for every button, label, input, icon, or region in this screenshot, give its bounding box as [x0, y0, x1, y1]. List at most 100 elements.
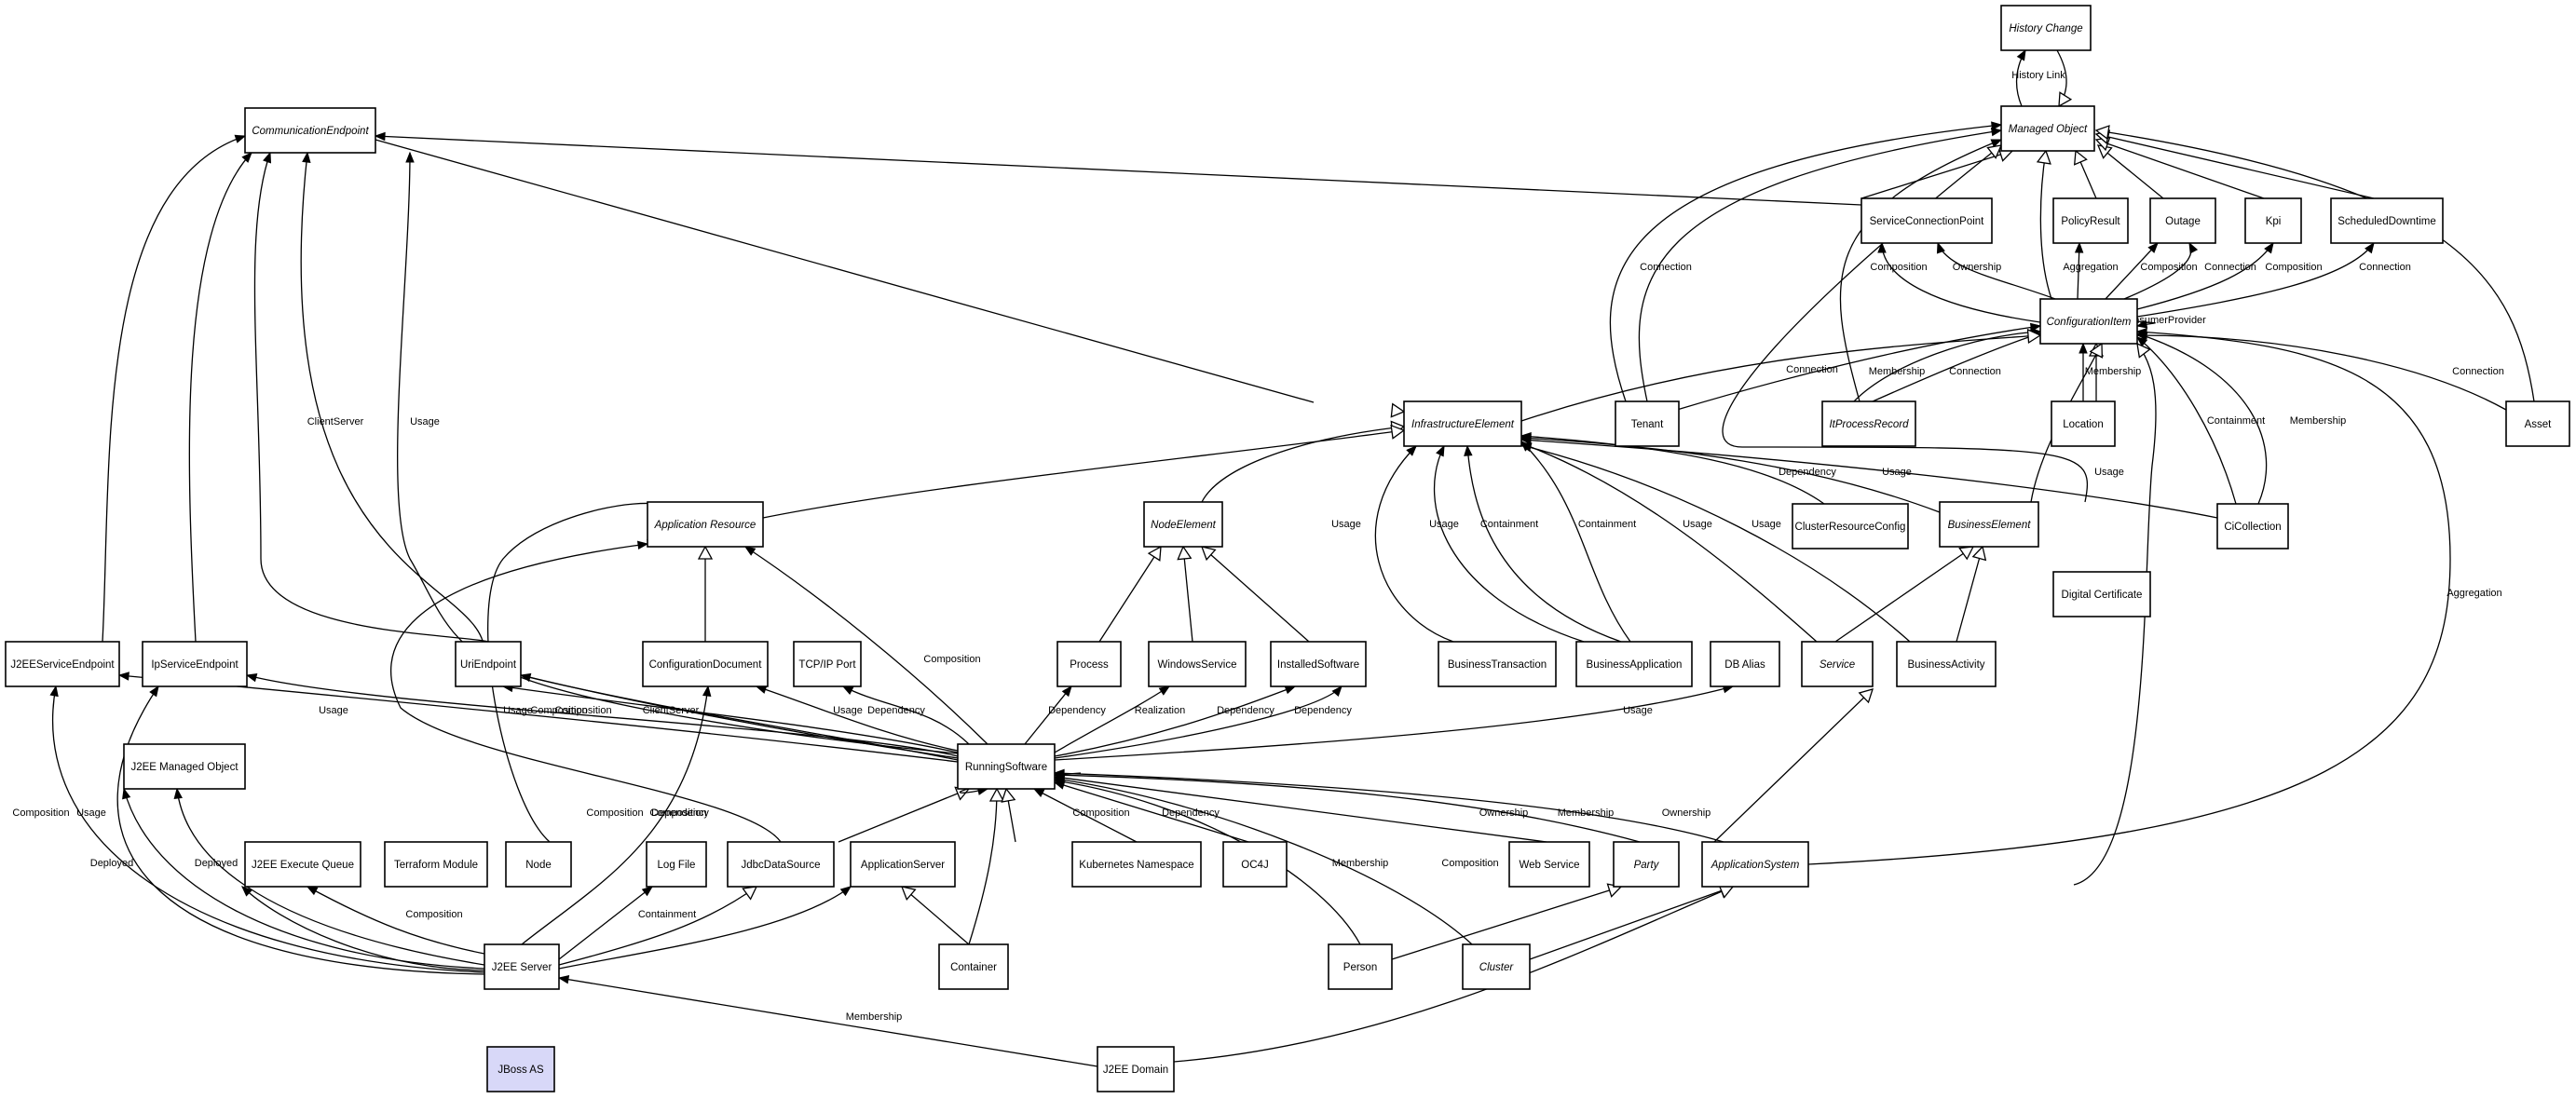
- class-box: [1508, 841, 1590, 888]
- class-node-it-process-record[interactable]: ItProcessRecord: [1821, 400, 1916, 447]
- generalization-arrowhead: [1390, 402, 1406, 418]
- class-node-policy-result[interactable]: PolicyResult: [2052, 197, 2129, 244]
- relationship-edge: [2073, 149, 2097, 199]
- class-node-running-software[interactable]: RunningSoftware: [957, 743, 1056, 790]
- class-node-j2ee-execute-queue[interactable]: J2EE Execute Queue: [244, 841, 361, 888]
- class-node-ip-service-endpoint[interactable]: IpServiceEndpoint: [142, 641, 248, 687]
- class-node-outage[interactable]: Outage: [2149, 197, 2216, 244]
- class-node-service-connection-point[interactable]: ServiceConnectionPoint: [1860, 197, 1993, 244]
- class-node-tenant[interactable]: Tenant: [1615, 400, 1680, 447]
- class-node-asset[interactable]: Asset: [2505, 400, 2570, 447]
- class-box: [1701, 841, 1809, 888]
- class-node-digital-certificate[interactable]: Digital Certificate: [2052, 571, 2151, 617]
- edge-line: [2097, 144, 2164, 199]
- class-node-business-application[interactable]: BusinessApplication: [1575, 641, 1693, 687]
- relationship-edge: [697, 545, 714, 642]
- class-node-log-file[interactable]: Log File: [646, 841, 707, 888]
- class-node-jdbc-data-source[interactable]: JdbcDataSource: [727, 841, 835, 888]
- association-arrowhead: [405, 151, 415, 163]
- edge-line: [1054, 774, 1641, 843]
- edge-line: [118, 674, 959, 763]
- edge-label: Aggregation: [2063, 262, 2118, 273]
- relationship-edge: [1860, 147, 2014, 199]
- class-node-windows-service[interactable]: WindowsService: [1148, 641, 1247, 687]
- class-label: NodeElement: [1151, 520, 1216, 531]
- class-node-j2ee-managed-object[interactable]: J2EE Managed Object: [123, 743, 246, 790]
- class-node-application-resource[interactable]: Application Resource: [647, 501, 764, 548]
- class-node-configuration-item[interactable]: ConfigurationItem: [2039, 298, 2138, 345]
- class-node-jboss-as[interactable]: JBoss AS: [486, 1046, 555, 1092]
- class-label: Location: [2063, 419, 2103, 430]
- class-node-terraform-module[interactable]: Terraform Module: [384, 841, 488, 888]
- class-node-service[interactable]: Service: [1801, 641, 1874, 687]
- relationship-edge: [1374, 445, 1454, 643]
- relationship-edge: [2036, 149, 2052, 300]
- class-node-j2ee-server[interactable]: J2EE Server: [484, 943, 560, 990]
- generalization-arrowhead: [900, 886, 917, 902]
- class-node-business-element[interactable]: BusinessElement: [1939, 501, 2039, 548]
- class-node-communication-endpoint[interactable]: CommunicationEndpoint: [244, 107, 376, 154]
- class-node-node-element[interactable]: NodeElement: [1143, 501, 1223, 548]
- edge-label: Membership: [1332, 858, 1389, 869]
- class-box: [647, 501, 764, 548]
- relationship-edge: [558, 886, 654, 960]
- edge-line: [1520, 437, 1941, 513]
- class-node-oc4j[interactable]: OC4J: [1222, 841, 1288, 888]
- relationship-edge: [762, 424, 1406, 519]
- class-node-tcp-ip-port[interactable]: TCP/IP Port: [793, 641, 862, 687]
- class-node-business-activity[interactable]: BusinessActivity: [1896, 641, 1997, 687]
- class-node-infrastructure-element[interactable]: InfrastructureElement: [1403, 400, 1522, 447]
- class-label: InfrastructureElement: [1411, 419, 1515, 430]
- class-node-history-change[interactable]: History Change: [2000, 5, 2092, 51]
- class-node-managed-object[interactable]: Managed Object: [2000, 105, 2095, 152]
- class-node-ci-collection[interactable]: CiCollection: [2216, 503, 2289, 550]
- edge-label: History Link: [2011, 70, 2065, 81]
- class-node-application-server[interactable]: ApplicationServer: [850, 841, 956, 888]
- class-node-kubernetes-namespace[interactable]: Kubernetes Namespace: [1071, 841, 1202, 888]
- generalization-arrowhead: [2136, 342, 2151, 359]
- class-node-scheduled-downtime[interactable]: ScheduledDowntime: [2330, 197, 2444, 244]
- class-node-process[interactable]: Process: [1056, 641, 1122, 687]
- class-node-j2ee-domain[interactable]: J2EE Domain: [1097, 1046, 1175, 1092]
- class-label: Digital Certificate: [2062, 590, 2143, 601]
- association-arrowhead: [2135, 327, 2147, 337]
- edge-line: [1881, 242, 2041, 323]
- edge-line: [558, 977, 1098, 1067]
- class-node-cluster[interactable]: Cluster: [1462, 943, 1531, 990]
- class-box: [1222, 841, 1288, 888]
- class-node-configuration-document[interactable]: ConfigurationDocument: [642, 641, 769, 687]
- class-node-j2ee-service-endpoint[interactable]: J2EEServiceEndpoint: [5, 641, 120, 687]
- class-node-application-system[interactable]: ApplicationSystem: [1701, 841, 1809, 888]
- edge-label: Membership: [1558, 807, 1615, 819]
- class-node-installed-software[interactable]: InstalledSoftware: [1270, 641, 1367, 687]
- class-label: ApplicationSystem: [1711, 860, 1800, 871]
- edge-line: [1839, 139, 2002, 402]
- class-node-kpi[interactable]: Kpi: [2244, 197, 2302, 244]
- edge-line: [2136, 336, 2237, 505]
- class-node-party[interactable]: Party: [1613, 841, 1680, 888]
- edge-line: [1374, 445, 1454, 643]
- class-node-cluster-resource-config[interactable]: ClusterResourceConfig: [1792, 503, 1909, 550]
- association-arrowhead: [1991, 121, 2003, 130]
- class-node-container[interactable]: Container: [938, 943, 1009, 990]
- class-node-location[interactable]: Location: [2051, 400, 2116, 447]
- class-label: Terraform Module: [394, 860, 478, 871]
- class-node-business-transaction[interactable]: BusinessTransaction: [1438, 641, 1557, 687]
- class-node-person[interactable]: Person: [1328, 943, 1393, 990]
- edge-label: Composition: [1072, 807, 1129, 819]
- edge-line: [2136, 242, 2375, 318]
- association-arrowhead: [1520, 442, 1533, 453]
- class-label: Outage: [2165, 216, 2201, 227]
- relationship-edge: [375, 139, 1406, 418]
- class-node-node[interactable]: Node: [505, 841, 572, 888]
- relationship-edge: [2015, 48, 2026, 107]
- relationship-edge: [1054, 685, 1343, 759]
- class-node-db-alias[interactable]: DB Alias: [1710, 641, 1780, 687]
- class-node-web-service[interactable]: Web Service: [1508, 841, 1590, 888]
- edge-line: [1520, 334, 2041, 422]
- association-arrowhead: [1464, 444, 1473, 456]
- relationship-edge: [2056, 49, 2073, 108]
- class-node-uri-endpoint[interactable]: UriEndpoint: [455, 641, 522, 687]
- relationship-edge: [1529, 883, 1735, 960]
- edge-label: Usage: [1683, 519, 1712, 530]
